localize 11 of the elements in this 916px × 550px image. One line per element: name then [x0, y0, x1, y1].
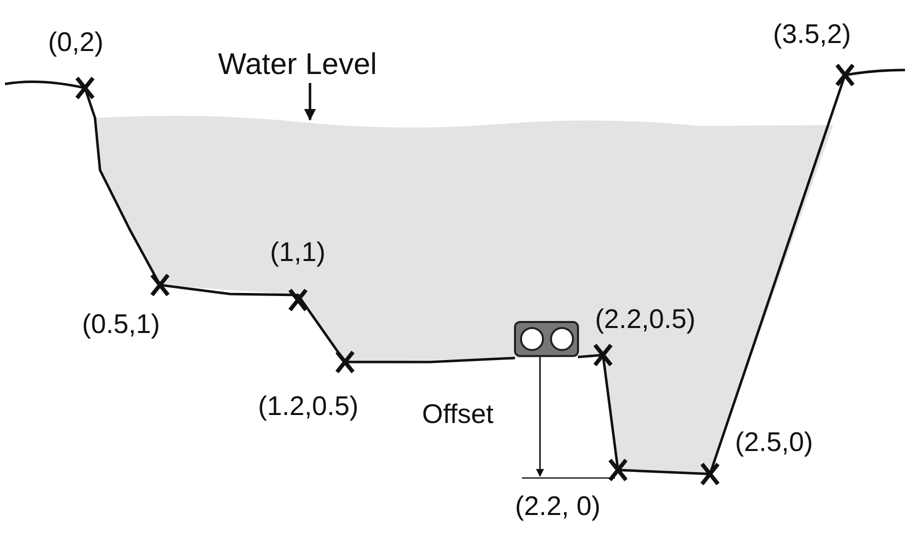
coordinate-label: (0,2) [48, 28, 104, 58]
coordinate-label: (0.5,1) [82, 310, 160, 340]
coordinate-label: (1.2,0.5) [258, 392, 359, 422]
dimension-label: Offset [422, 400, 494, 430]
arrow [304, 83, 316, 121]
coordinate-label: (2.2,0.5) [595, 305, 696, 335]
coordinate-label: (3.5,2) [773, 20, 852, 50]
water-level-label: Water Level [218, 48, 377, 81]
coordinate-label: (2.2, 0) [515, 492, 601, 522]
coordinate-label: (1,1) [270, 238, 326, 268]
coordinate-label: (2.5,0) [735, 428, 814, 458]
